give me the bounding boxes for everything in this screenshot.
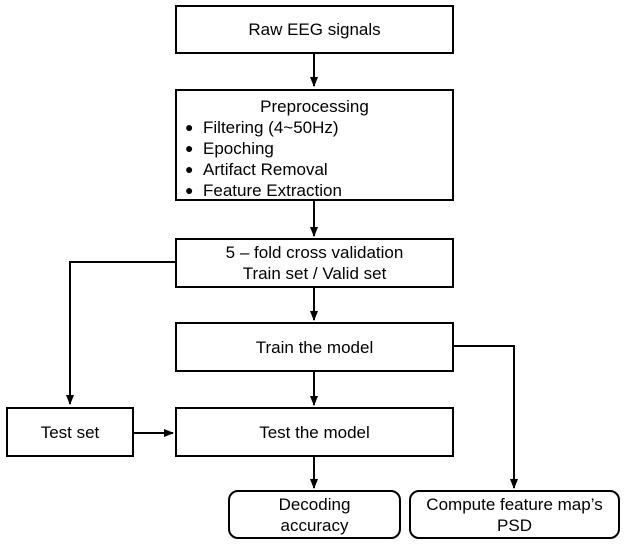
- test-model-label: Test the model: [259, 422, 370, 442]
- raw-eeg-node: Raw EEG signals: [175, 5, 454, 54]
- bullet-icon: ●: [185, 140, 194, 156]
- psd-label: Compute feature map’s: [426, 494, 603, 514]
- test-set-node: Test set: [6, 407, 134, 457]
- test-set-label: Test set: [40, 422, 100, 442]
- test-model-node: Test the model: [175, 407, 454, 457]
- decoding-accuracy-node: Decoding accuracy: [228, 490, 401, 539]
- arrow-cv-to-testset: [66, 261, 176, 405]
- psd-sublabel: PSD: [497, 515, 532, 535]
- cross-validation-label: 5 – fold cross validation: [225, 243, 404, 262]
- preprocessing-steps: ●Filtering (4~50Hz) ●Epoching ●Artifact …: [177, 117, 452, 201]
- train-model-node: Train the model: [175, 322, 454, 372]
- bullet-icon: ●: [185, 119, 194, 135]
- preprocessing-node: Preprocessing ●Filtering (4~50Hz) ●Epoch…: [175, 89, 454, 201]
- psd-node: Compute feature map’s PSD: [409, 490, 620, 539]
- preprocessing-title: Preprocessing: [260, 97, 369, 116]
- train-model-label: Train the model: [255, 337, 374, 357]
- bullet-icon: ●: [185, 161, 194, 177]
- cross-validation-sublabel: Train set / Valid set: [242, 264, 387, 283]
- bullet-icon: ●: [185, 182, 194, 198]
- arrow-train-to-psd: [453, 345, 518, 489]
- preprocessing-step: ●Filtering (4~50Hz): [177, 117, 452, 138]
- raw-eeg-label: Raw EEG signals: [248, 20, 381, 39]
- preprocessing-step: ●Artifact Removal: [177, 159, 452, 180]
- cross-validation-node: 5 – fold cross validation Train set / Va…: [175, 238, 454, 288]
- preprocessing-step: ●Epoching: [177, 138, 452, 159]
- decoding-accuracy-label: Decoding: [278, 494, 351, 514]
- decoding-accuracy-sublabel: accuracy: [280, 515, 349, 535]
- preprocessing-step: ●Feature Extraction: [177, 180, 452, 201]
